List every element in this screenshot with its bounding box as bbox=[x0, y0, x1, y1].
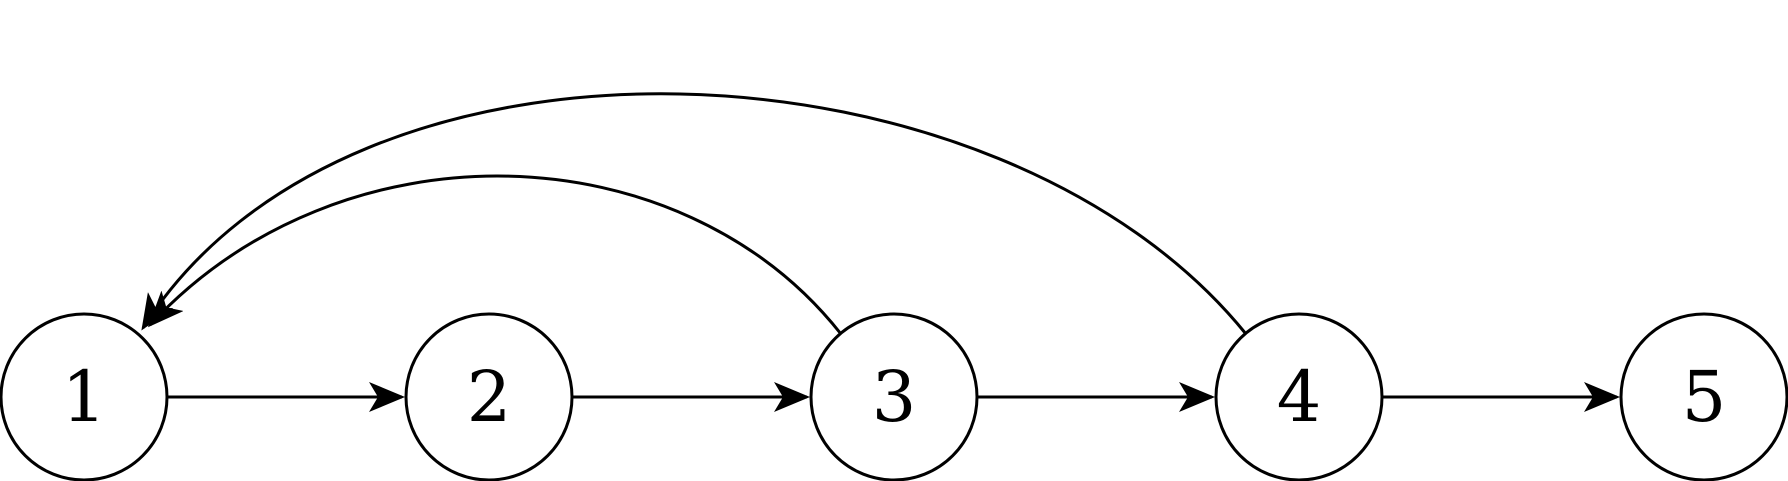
node-label: 2 bbox=[467, 356, 512, 438]
node-label: 1 bbox=[62, 356, 107, 438]
node-label: 4 bbox=[1277, 356, 1322, 438]
node-4: 4 bbox=[1214, 312, 1384, 481]
edge-3-to-1 bbox=[147, 174, 843, 335]
node-5: 5 bbox=[1619, 312, 1788, 481]
edge-4-to-1 bbox=[141, 92, 1248, 335]
node-1: 1 bbox=[0, 312, 169, 481]
node-label: 3 bbox=[872, 356, 917, 438]
node-label: 5 bbox=[1682, 356, 1727, 438]
node-3: 3 bbox=[809, 312, 979, 481]
node-2: 2 bbox=[404, 312, 574, 481]
